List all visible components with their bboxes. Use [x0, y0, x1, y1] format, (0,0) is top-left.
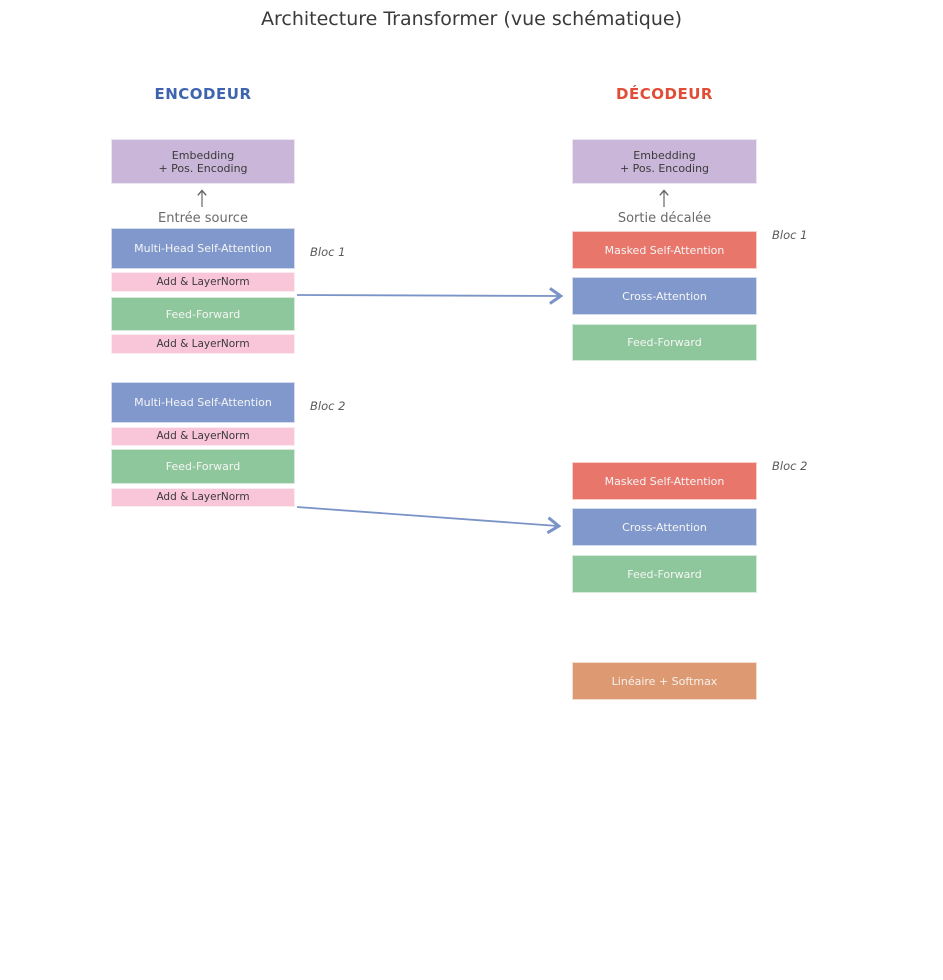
decoder-embedding-line1: Embedding	[633, 148, 696, 162]
diagram-title: Architecture Transformer (vue schématiqu…	[261, 8, 682, 30]
decoder-embedding-box: Embedding + Pos. Encoding	[572, 139, 757, 184]
layer-label: Feed-Forward	[627, 567, 702, 581]
layer-label: Add & LayerNorm	[156, 430, 250, 442]
encoder-block2-feed-forward-box: Feed-Forward	[111, 449, 295, 484]
encoder-embedding-line1: Embedding	[171, 148, 235, 162]
layer-label: Cross-Attention	[622, 520, 707, 534]
encoder-block1-addnorm2-box: Add & LayerNorm	[111, 334, 295, 354]
layer-label: Feed-Forward	[627, 336, 702, 349]
encoder-heading: ENCODEUR	[154, 85, 252, 103]
layer-label: Feed-Forward	[165, 307, 241, 321]
decoder-block2-cross-attention-box: Cross-Attention	[572, 508, 757, 546]
encoder-block1-label: Bloc 1	[310, 245, 346, 259]
decoder-block2-masked-self-attention-box: Masked Self-Attention	[572, 462, 757, 500]
layer-label: Feed-Forward	[165, 460, 241, 473]
encoder-block2-multi-head-self-attention-box: Multi-Head Self-Attention	[111, 382, 295, 423]
encoder-block2-addnorm1-box: Add & LayerNorm	[111, 427, 295, 446]
encoder-block1-multi-head-self-attention-box: Multi-Head Self-Attention	[111, 228, 295, 269]
decoder-block1-masked-self-attention-box: Masked Self-Attention	[572, 231, 757, 269]
decoder-heading: DÉCODEUR	[616, 85, 713, 103]
layer-label: Masked Self-Attention	[604, 243, 725, 257]
decoder-block2-feed-forward-box: Feed-Forward	[572, 555, 757, 593]
layer-label: Cross-Attention	[622, 289, 707, 303]
encoder-block2-to-decoder-cross-attention2-arrow	[296, 506, 562, 535]
decoder-block1-feed-forward-box: Feed-Forward	[572, 324, 757, 361]
layer-label: Add & LayerNorm	[156, 337, 250, 350]
layer-label: Linéaire + Softmax	[611, 674, 718, 688]
encoder-input-up-arrow-icon	[197, 189, 207, 207]
decoder-block1-label: Bloc 1	[772, 228, 808, 242]
encoder-block1-feed-forward-box: Feed-Forward	[111, 297, 295, 331]
decoder-input-label: Sortie décalée	[617, 211, 712, 226]
encoder-block2-addnorm2-box: Add & LayerNorm	[111, 488, 295, 507]
encoder-block1-to-decoder-cross-attention1-arrow	[296, 287, 564, 305]
encoder-embedding-box: Embedding + Pos. Encoding	[111, 139, 295, 184]
layer-label: Add & LayerNorm	[156, 491, 250, 503]
decoder-linear-softmax-box: Linéaire + Softmax	[572, 662, 757, 700]
layer-label: Add & LayerNorm	[156, 275, 250, 288]
encoder-embedding-line2: + Pos. Encoding	[158, 161, 248, 175]
decoder-input-up-arrow-icon	[659, 189, 669, 207]
decoder-block1-cross-attention-box: Cross-Attention	[572, 277, 757, 315]
layer-label: Multi-Head Self-Attention	[134, 242, 272, 255]
decoder-block2-label: Bloc 2	[772, 459, 808, 473]
layer-label: Masked Self-Attention	[604, 474, 725, 488]
encoder-block2-label: Bloc 2	[310, 399, 346, 413]
encoder-block1-addnorm1-box: Add & LayerNorm	[111, 272, 295, 292]
decoder-embedding-line2: + Pos. Encoding	[619, 161, 710, 175]
encoder-input-label: Entrée source	[158, 211, 248, 226]
layer-label: Multi-Head Self-Attention	[134, 396, 272, 409]
